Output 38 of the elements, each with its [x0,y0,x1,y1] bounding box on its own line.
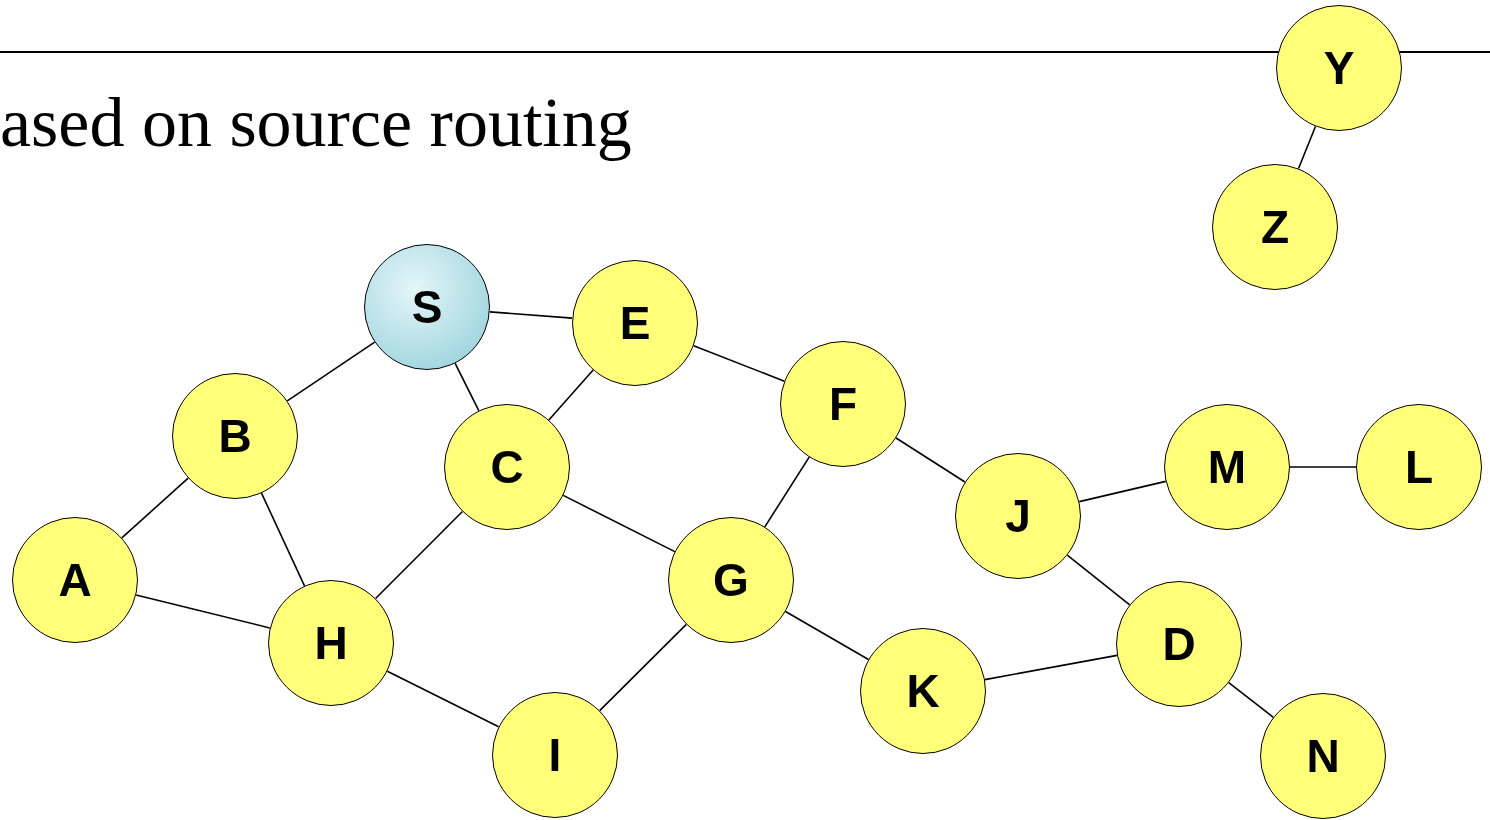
connector-line [374,510,464,600]
node-circle: E [572,260,698,386]
node-circle: J [955,453,1081,579]
connector-line [692,345,786,382]
connector-line [135,594,271,629]
node-circle: D [1116,581,1242,707]
connector-line [286,341,376,402]
connector-line [386,670,500,728]
node-circle: A [12,517,138,643]
node-circle: M [1164,404,1290,530]
node-circle: H [268,580,394,706]
connector-line [1289,466,1357,468]
node-circle: L [1356,404,1482,530]
connector-line [548,369,594,421]
connector-line [121,477,189,539]
connector-line [260,492,306,587]
connector-line [454,362,480,412]
connector-line [895,437,966,483]
node-circle: I [492,692,618,818]
connector-line [598,623,688,712]
connector-line [1227,681,1275,719]
node-circle: Z [1212,164,1338,290]
node-circle: N [1260,693,1386,819]
connector-line [1078,480,1167,503]
connector-line [764,456,810,528]
connector-line [489,311,573,319]
connector-line [984,654,1118,681]
node-circle: F [780,341,906,467]
connector-line [784,610,870,661]
connector-line [562,494,676,553]
node-circle: C [444,404,570,530]
source-node-circle: S [364,244,490,370]
connector-line [1066,554,1131,606]
node-circle: G [668,517,794,643]
node-circle: K [860,628,986,754]
node-circle: B [172,373,298,499]
connector-line [1297,125,1317,170]
node-circle: Y [1276,5,1402,131]
